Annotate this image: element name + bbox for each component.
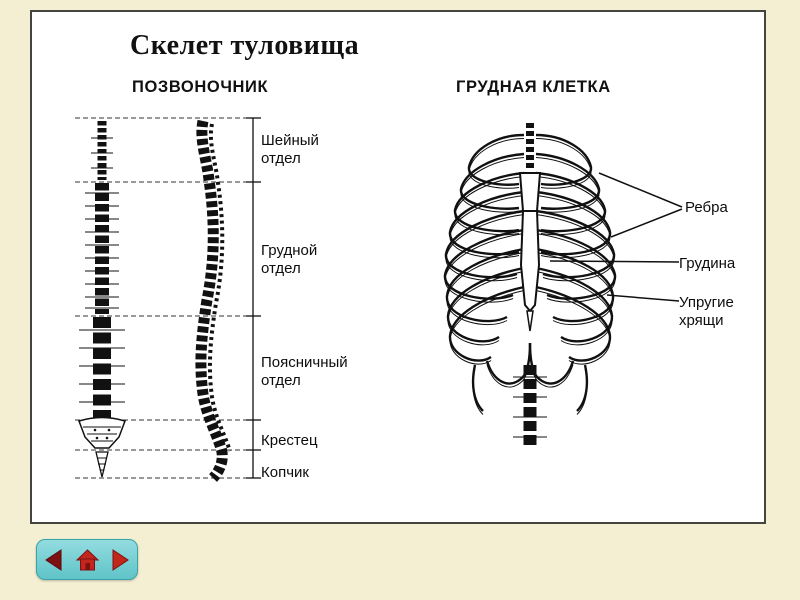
ribcage-label-ribs: Ребра [685,199,728,216]
side-spine-drawing [195,119,232,482]
slide-title: Скелет туловища [130,30,360,61]
label-bracket [246,117,261,479]
spine-diagram [75,117,261,482]
lower-spine-drawing [513,365,547,445]
spine-label-sacrum: Крестец [261,432,318,449]
forward-arrow-icon [108,547,132,573]
back-arrow-icon [42,547,66,573]
spine-label-cervical: Шейный отдел [261,132,319,168]
forward-button[interactable] [107,546,133,574]
coccyx-drawing [95,451,109,478]
spine-label-thoracic: Грудной отдел [261,242,318,278]
back-button[interactable] [41,546,67,574]
spine-label-lumbar: Поясничный отдел [261,354,348,390]
home-icon [75,547,100,573]
ribcage-diagram [444,123,683,445]
ribcage-heading: ГРУДНАЯ КЛЕТКА [456,78,611,96]
sacrum-drawing [78,416,126,449]
ribcage-label-sternum: Грудина [679,255,736,272]
label-pointer-lines [549,172,683,302]
ribcage-label-cartilage: Упругие хрящи [679,294,734,330]
spine-label-coccyx: Копчик [261,464,309,481]
front-spine-drawing [78,121,126,478]
sternum-drawing [518,172,542,332]
navigation-bar [36,539,138,580]
spine-heading: ПОЗВОНОЧНИК [132,78,269,96]
home-button[interactable] [74,546,100,574]
slide-panel: Скелет туловища ПОЗВОНОЧНИК ГРУДНАЯ КЛЕТ… [30,10,766,524]
